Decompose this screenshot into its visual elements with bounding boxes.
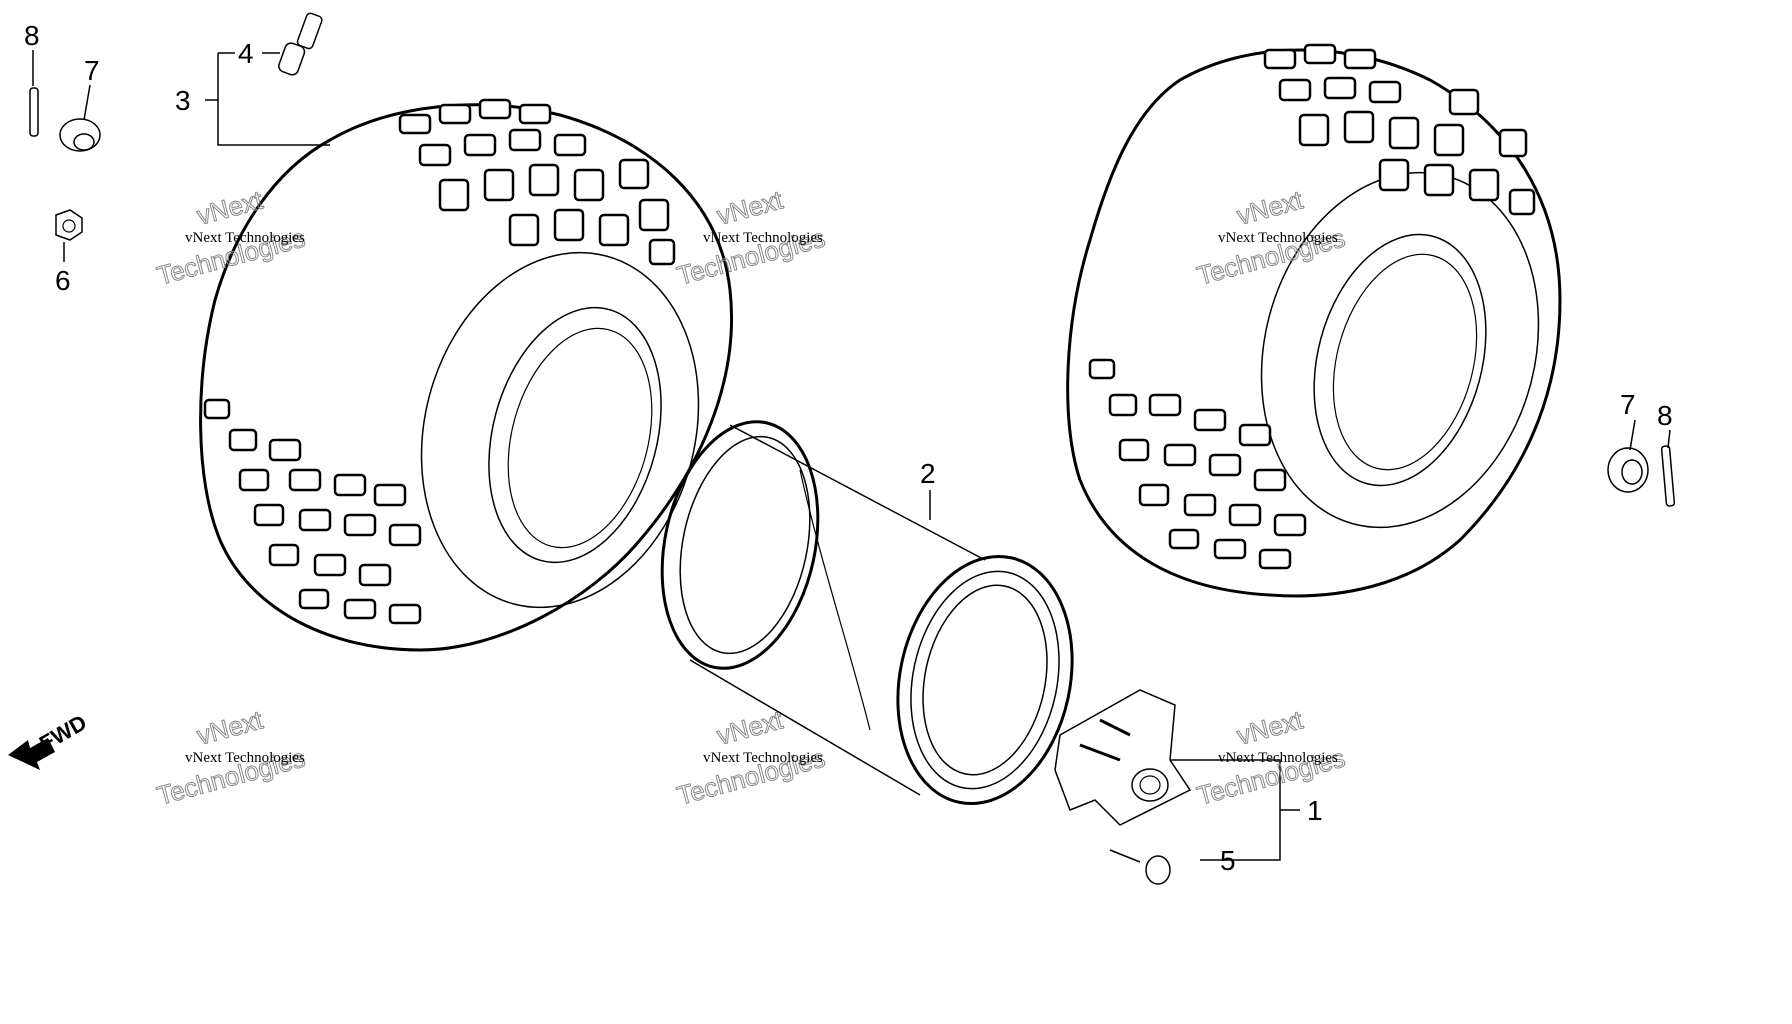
valve[interactable] xyxy=(277,12,323,76)
watermark: vNext Technologies vNext Technologies xyxy=(1193,184,1348,291)
svg-text:vNext Technologies: vNext Technologies xyxy=(185,230,305,246)
hub-bolt[interactable] xyxy=(1109,849,1171,885)
watermark: vNext Technologies vNext Technologies xyxy=(153,704,308,811)
watermark: vNext Technologies vNext Technologies xyxy=(673,184,828,291)
svg-text:vNext Technologies: vNext Technologies xyxy=(703,230,823,246)
callout-nut-right: 7 xyxy=(1620,389,1636,420)
svg-text:vNext: vNext xyxy=(1234,704,1307,750)
forward-label: FWD xyxy=(35,710,91,757)
watermark: vNext Technologies vNext Technologies xyxy=(153,184,308,291)
callout-hub-bolt: 5 xyxy=(1220,845,1236,876)
callout-valve: 4 xyxy=(238,38,254,69)
leader-lines xyxy=(32,50,1671,861)
callout-nut-left: 7 xyxy=(84,55,100,86)
rim[interactable] xyxy=(641,407,1094,820)
svg-text:vNext Technologies: vNext Technologies xyxy=(1218,750,1338,766)
watermark: vNext Technologies vNext Technologies xyxy=(673,704,828,811)
callout-pin-left: 8 xyxy=(24,20,40,51)
svg-text:vNext: vNext xyxy=(714,704,787,750)
hub-nut[interactable] xyxy=(55,209,83,241)
tire-left[interactable] xyxy=(199,98,737,652)
tire-right-tread xyxy=(1088,43,1536,570)
tire-left-tread xyxy=(203,98,676,625)
nut-right[interactable] xyxy=(1607,447,1649,493)
callouts: 8 7 6 3 4 2 1 5 7 8 xyxy=(24,20,1673,876)
callout-pin-right: 8 xyxy=(1657,400,1673,431)
callout-hub-nut: 6 xyxy=(55,265,71,296)
callout-tire-left-assembly: 3 xyxy=(175,85,191,116)
svg-text:vNext Technologies: vNext Technologies xyxy=(185,750,305,766)
pin-right[interactable] xyxy=(1660,445,1676,507)
pin-left[interactable] xyxy=(29,87,39,137)
forward-direction-indicator: FWD xyxy=(8,710,91,770)
svg-text:vNext: vNext xyxy=(194,184,267,230)
callout-rim: 2 xyxy=(920,458,936,489)
watermark: vNext Technologies vNext Technologies xyxy=(1193,704,1348,811)
nut-left[interactable] xyxy=(59,118,101,152)
tire-right[interactable] xyxy=(1066,43,1577,598)
svg-text:vNext Technologies: vNext Technologies xyxy=(1218,230,1338,246)
svg-text:vNext: vNext xyxy=(1234,184,1307,230)
forward-arrow-icon xyxy=(8,738,55,770)
svg-text:vNext: vNext xyxy=(714,184,787,230)
callout-hub-assembly: 1 xyxy=(1307,795,1323,826)
svg-text:vNext Technologies: vNext Technologies xyxy=(703,750,823,766)
hub[interactable] xyxy=(1054,689,1192,826)
svg-text:vNext: vNext xyxy=(194,704,267,750)
